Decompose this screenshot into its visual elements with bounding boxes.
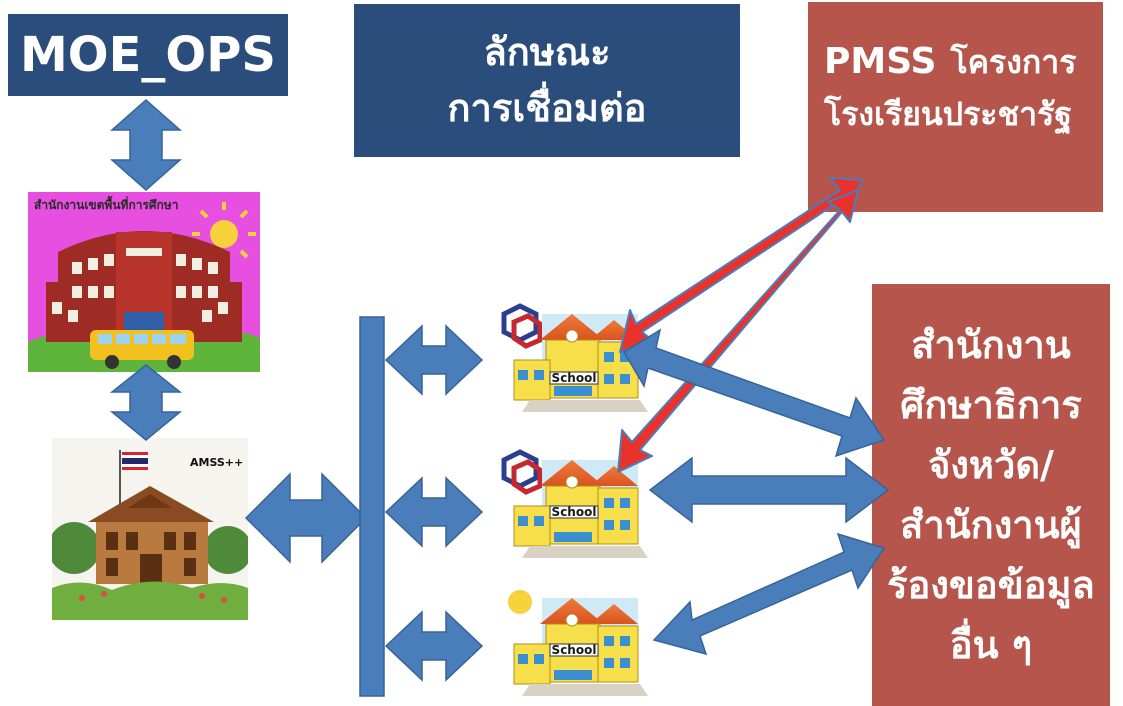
pmss-logo-icon [501,303,543,349]
office-building-icon [46,231,242,342]
school-3-to-office-arrow [652,532,886,656]
school-1-to-office-arrow [622,328,886,458]
pmss-logo-icon [501,449,543,495]
office-line-2: ศึกษาธิการ [900,382,1082,427]
amss-illustration: AMSS++ [52,438,248,620]
school-2-sign: School [552,505,597,519]
moe-ops-label: MOE_OPS [20,27,276,83]
connection-title-box: ลักษณะ การเชื่อมต่อ [354,4,740,157]
office-line-6: อื่น ๆ [949,623,1033,668]
school-2-to-office-arrow [648,456,890,524]
bus-to-school-2-arrow [384,476,484,548]
school-3-illustration: School [508,590,648,696]
school-1-to-pmss-arrow [619,177,863,353]
pmss-line1-rest: โครงการ [950,43,1077,81]
pmss-line2: โรงเรียนประชารัฐ [824,94,1072,133]
title-line-1: ลักษณะ [483,30,611,75]
area-office-to-amss-arrow [109,364,183,441]
provincial-office-box: สำนักงาน ศึกษาธิการ จังหวัด/ สำนักงานผู้… [872,284,1110,706]
amss-to-network-arrow [244,472,368,564]
office-line-3: จังหวัด/ [928,442,1054,487]
school-bus-icon [90,330,194,369]
school-2-to-pmss-arrow [617,189,859,473]
moe-to-area-office-arrow [110,98,182,192]
wooden-building-icon [88,486,214,584]
area-office-illustration: สำนักงานเขตพื้นที่การศึกษา [28,192,260,372]
amss-caption: AMSS++ [190,456,244,469]
pmss-box: PMSS โครงการ โรงเรียนประชารัฐ [808,2,1103,212]
area-office-caption: สำนักงานเขตพื้นที่การศึกษา [34,198,179,212]
office-line-4: สำนักงานผู้ [900,503,1082,547]
title-line-2: การเชื่อมต่อ [447,85,647,130]
office-line-1: สำนักงาน [911,322,1071,367]
school-3-sign: School [552,643,597,657]
school-1-sign: School [552,371,597,385]
network-bus-bar [359,316,385,697]
sun-icon [508,590,532,614]
moe-ops-box: MOE_OPS [8,14,288,96]
pmss-label: PMSS [824,41,937,82]
school-2-illustration: School [501,449,648,558]
bus-to-school-3-arrow [384,610,484,682]
office-line-5: ร้องขอข้อมูล [887,563,1095,608]
bus-to-school-1-arrow [384,324,484,396]
